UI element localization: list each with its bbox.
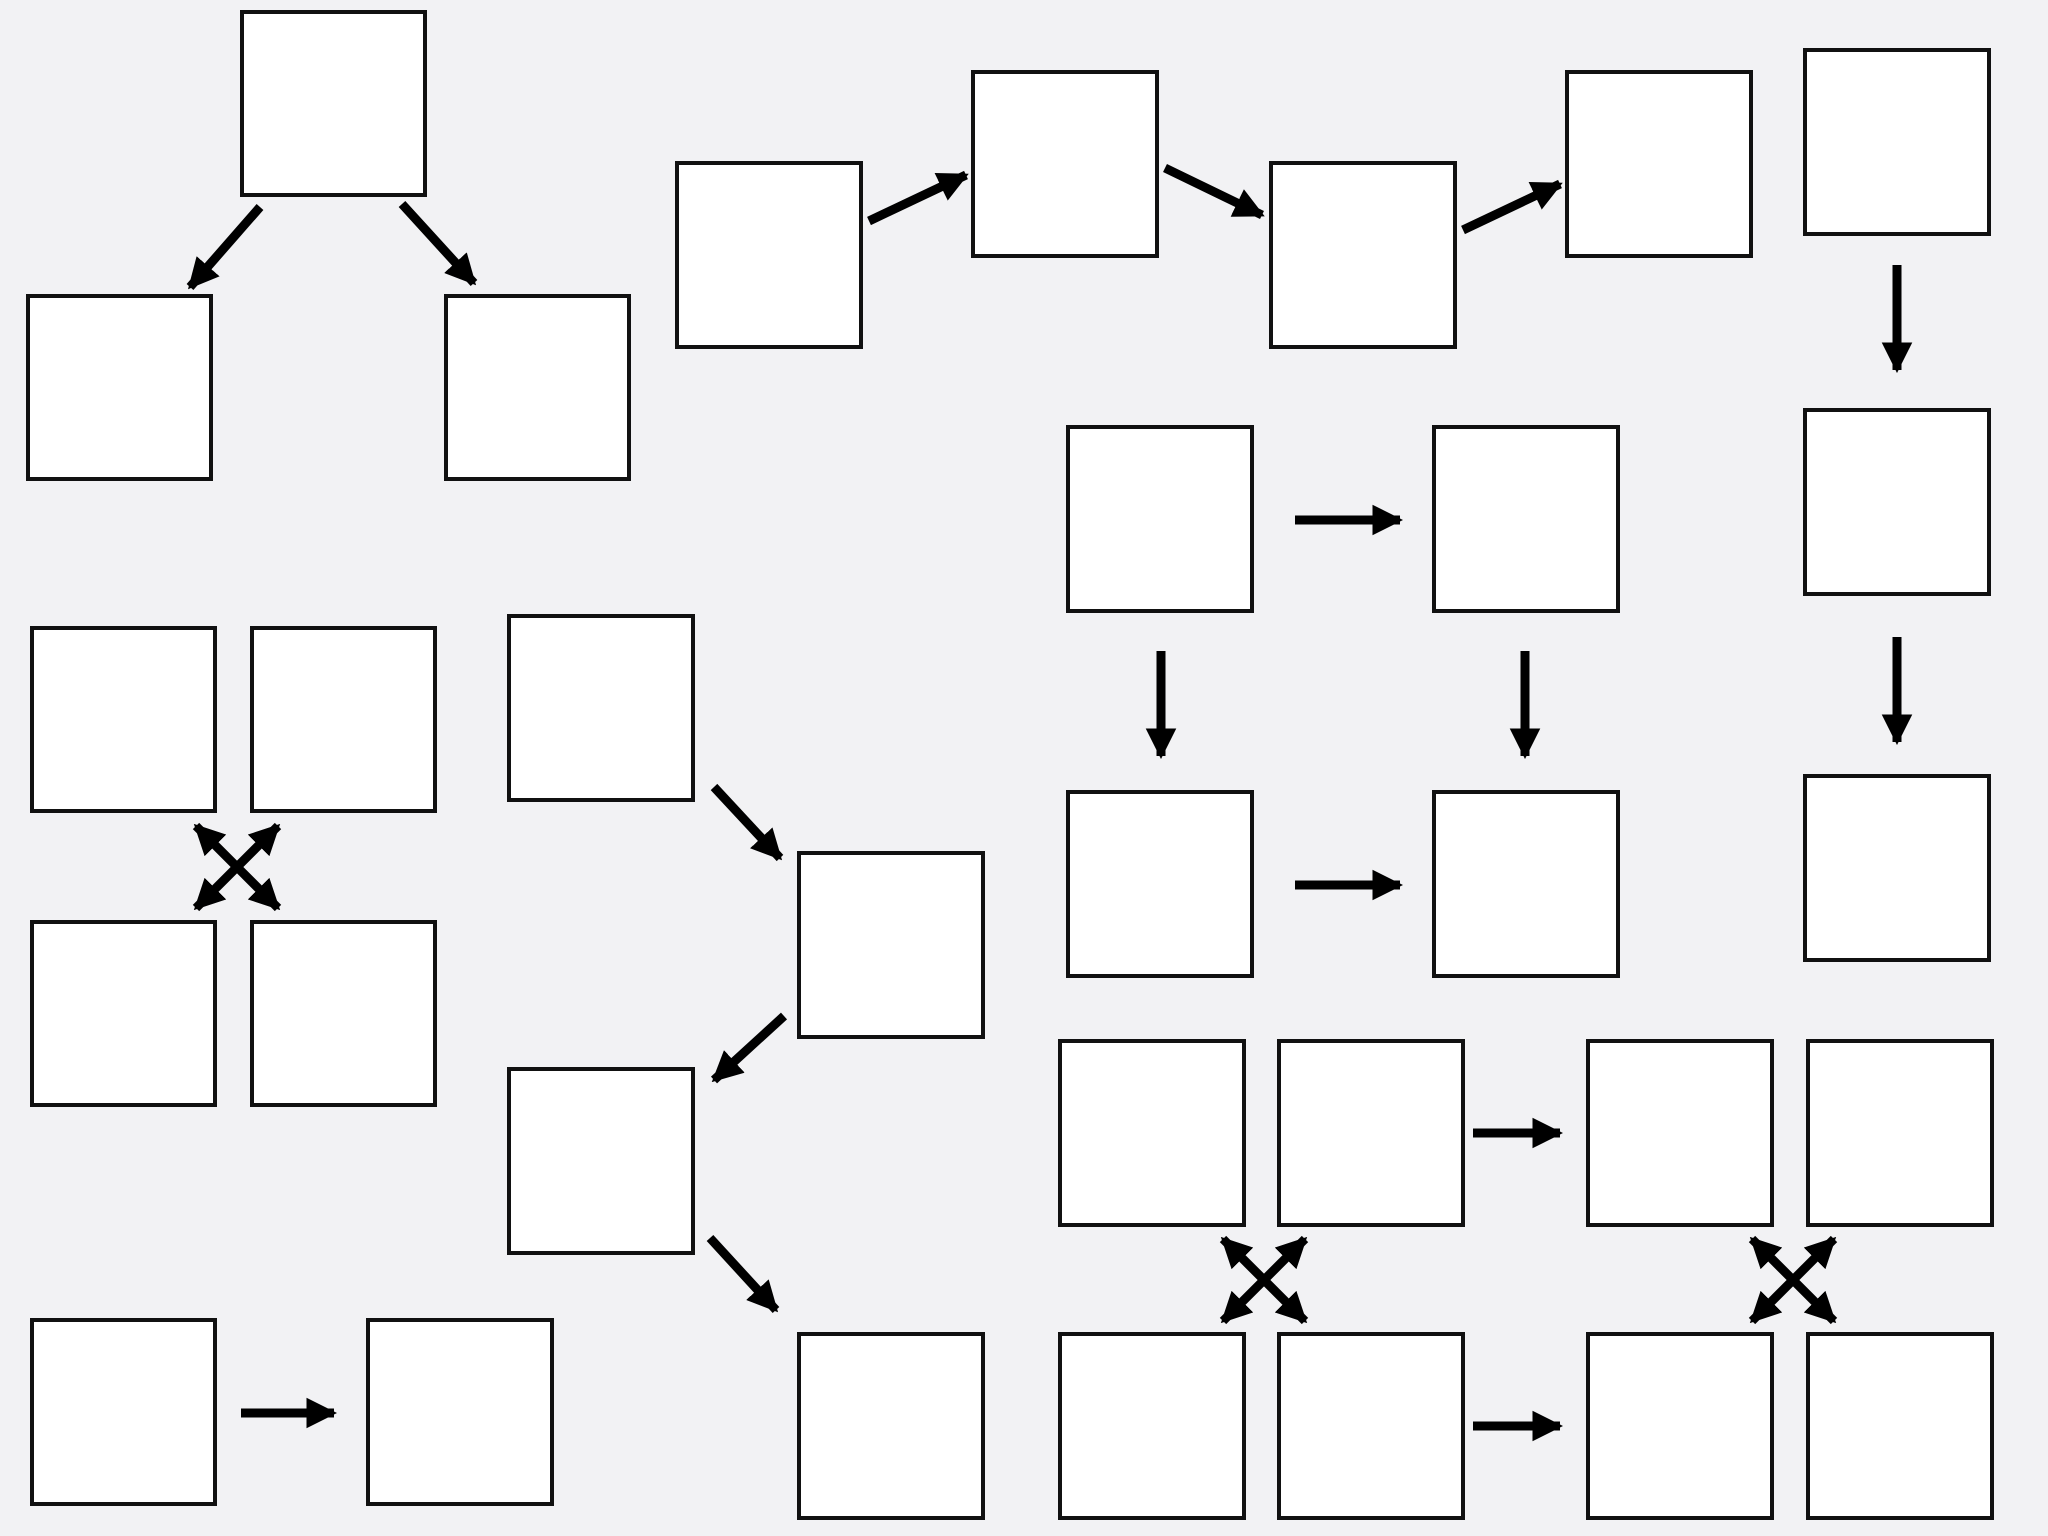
- box-f-3: [507, 1067, 695, 1255]
- arrow-e-cross-diagonal-2: [192, 822, 282, 912]
- arrow-a-root-to-left: [186, 204, 264, 290]
- box-f-2: [797, 851, 985, 1039]
- box-h1-top-left: [1058, 1039, 1246, 1227]
- arrow-f-1-to-2: [710, 783, 784, 862]
- box-g-right: [366, 1318, 554, 1506]
- box-h1-bottom-left: [1058, 1332, 1246, 1520]
- box-a-left: [26, 294, 213, 481]
- arrow-h2-cross-diagonal-2: [1748, 1235, 1838, 1325]
- box-h1-top-right: [1277, 1039, 1465, 1227]
- box-a-right: [444, 294, 631, 481]
- box-f-4: [797, 1332, 985, 1520]
- arrow-f-3-to-4: [706, 1234, 780, 1314]
- box-h1-bottom-right: [1277, 1332, 1465, 1520]
- box-c-bottom: [1803, 774, 1991, 962]
- box-d-bottom-right: [1432, 790, 1620, 978]
- box-b-2: [971, 70, 1159, 258]
- arrow-b-1-to-2: [867, 170, 969, 226]
- box-b-4: [1565, 70, 1753, 258]
- box-c-middle: [1803, 408, 1991, 596]
- box-b-1: [675, 161, 863, 349]
- box-e-top-left: [30, 626, 217, 813]
- arrow-f-2-to-3: [710, 1012, 788, 1084]
- arrow-b-2-to-3: [1163, 163, 1265, 220]
- box-d-top-right: [1432, 425, 1620, 613]
- box-c-top: [1803, 48, 1991, 236]
- box-e-top-right: [250, 626, 437, 813]
- arrow-b-3-to-4: [1461, 179, 1563, 235]
- box-g-left: [30, 1318, 217, 1506]
- box-h2-top-left: [1586, 1039, 1774, 1227]
- box-h2-bottom-right: [1806, 1332, 1994, 1520]
- box-d-top-left: [1066, 425, 1254, 613]
- box-b-3: [1269, 161, 1457, 349]
- box-h2-top-right: [1806, 1039, 1994, 1227]
- box-f-1: [507, 614, 695, 802]
- box-e-bottom-left: [30, 920, 217, 1107]
- box-e-bottom-right: [250, 920, 437, 1107]
- box-d-bottom-left: [1066, 790, 1254, 978]
- box-h2-bottom-left: [1586, 1332, 1774, 1520]
- arrow-a-root-to-right: [398, 200, 478, 287]
- arrow-h1-cross-diagonal-2: [1219, 1235, 1309, 1325]
- box-a-root: [240, 10, 427, 197]
